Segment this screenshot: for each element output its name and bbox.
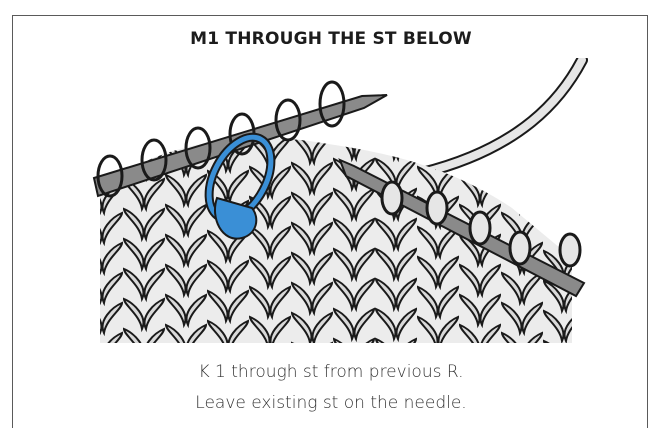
stitch-leg xyxy=(544,161,563,191)
stitch-leg xyxy=(586,169,592,199)
yarn-strand-icon xyxy=(422,60,582,173)
stitch-leg xyxy=(502,153,521,183)
stitch-leg xyxy=(586,319,592,343)
stitch-leg xyxy=(586,199,592,229)
stitch-leg xyxy=(523,183,542,213)
knitting-illustration xyxy=(92,58,592,343)
diagram-title: M1 THROUGH THE ST BELOW xyxy=(0,29,662,49)
stitch-leg xyxy=(565,191,584,221)
stitch-leg xyxy=(586,289,592,319)
stitch-leg xyxy=(397,129,416,159)
stitch-leg xyxy=(418,137,437,167)
stitch-leg xyxy=(586,229,592,259)
stitch-leg xyxy=(544,191,563,221)
caption-line-2: Leave existing st on the needle. xyxy=(0,393,662,413)
stitch-leg xyxy=(586,259,592,289)
caption-line-1: K 1 through st from previous R. xyxy=(0,362,662,382)
stitch-leg xyxy=(523,153,542,183)
stitch-leg xyxy=(565,161,584,191)
